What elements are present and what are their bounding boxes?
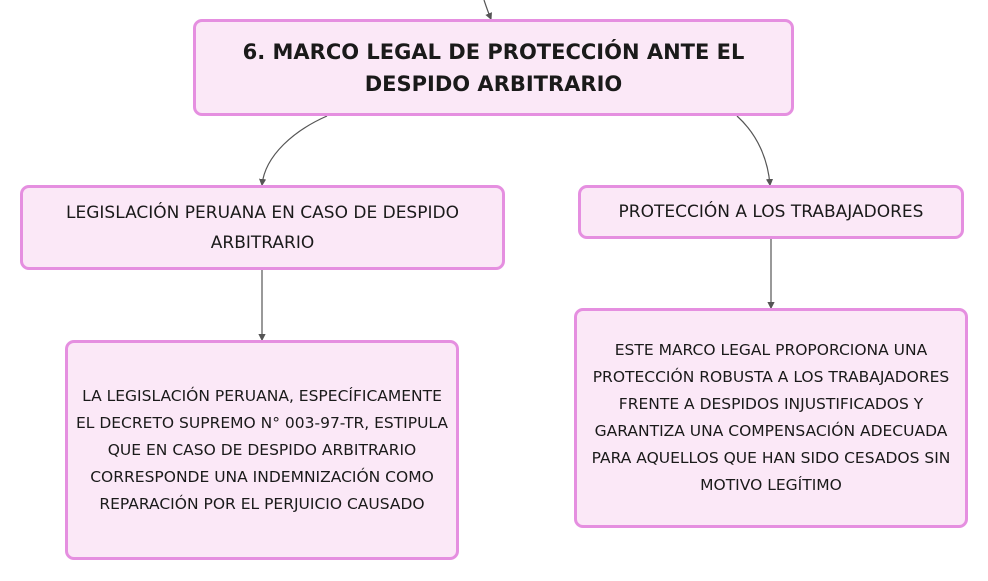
- root-topic-node[interactable]: 6. MARCO LEGAL DE PROTECCIÓN ANTE EL DES…: [193, 19, 794, 116]
- connector-root-to-left-branch: [259, 115, 328, 187]
- connector-root-to-right-branch: [736, 115, 774, 187]
- detail-node-legislacion[interactable]: LA LEGISLACIÓN PERUANA, ESPECÍFICAMENTE …: [65, 340, 459, 560]
- connector-parent-to-root: [483, 0, 492, 21]
- subtopic-node-legislacion[interactable]: LEGISLACIÓN PERUANA EN CASO DE DESPIDO A…: [20, 185, 505, 270]
- subtopic-node-proteccion[interactable]: PROTECCIÓN A LOS TRABAJADORES: [578, 185, 964, 239]
- subtopic-label-legislacion: LEGISLACIÓN PERUANA EN CASO DE DESPIDO A…: [66, 202, 459, 253]
- root-topic-label: 6. MARCO LEGAL DE PROTECCIÓN ANTE EL DES…: [242, 39, 745, 96]
- detail-node-proteccion[interactable]: ESTE MARCO LEGAL PROPORCIONA UNA PROTECC…: [574, 308, 968, 528]
- subtopic-label-proteccion: PROTECCIÓN A LOS TRABAJADORES: [618, 202, 924, 222]
- detail-text-legislacion: LA LEGISLACIÓN PERUANA, ESPECÍFICAMENTE …: [75, 386, 449, 513]
- detail-text-proteccion: ESTE MARCO LEGAL PROPORCIONA UNA PROTECC…: [591, 341, 951, 494]
